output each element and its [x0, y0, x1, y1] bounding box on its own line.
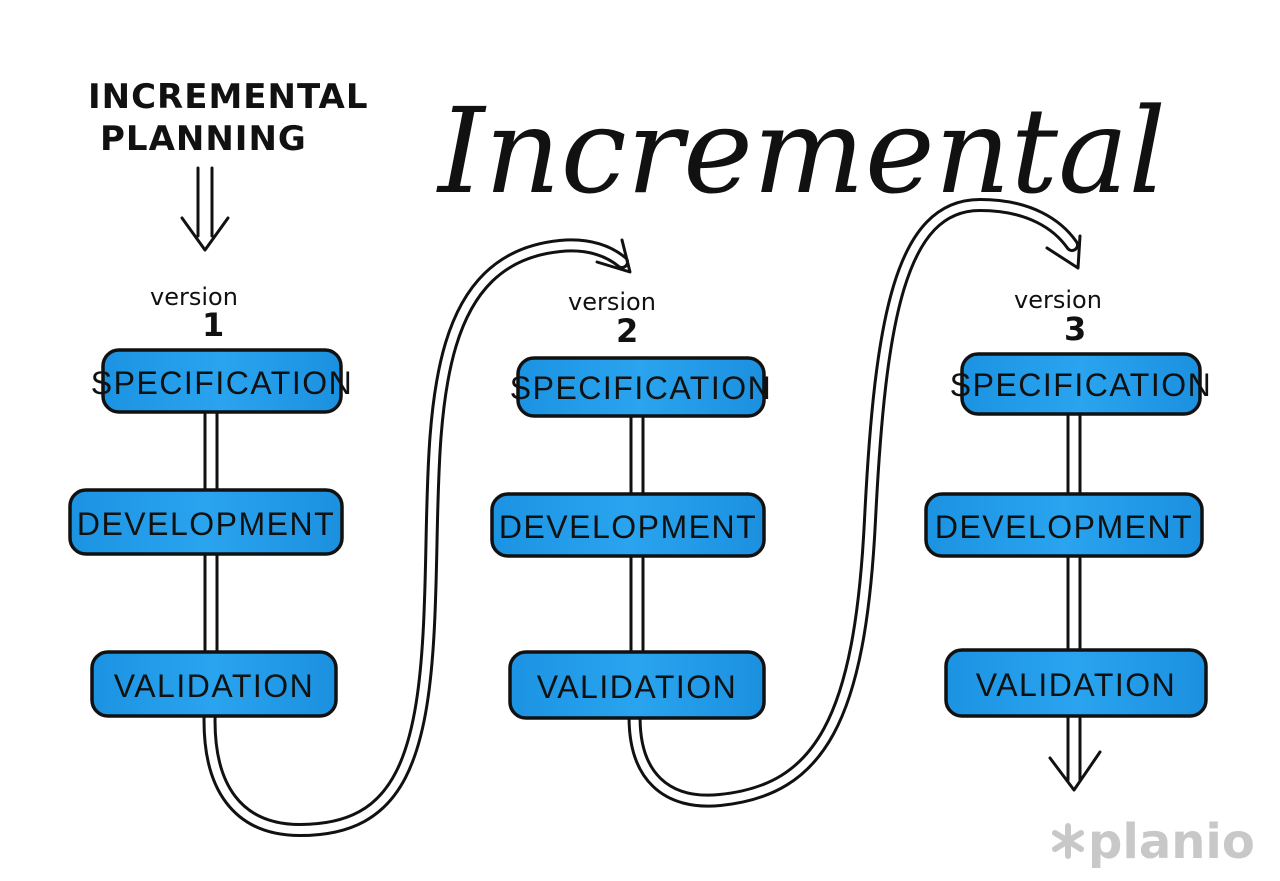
asterisk-icon — [1052, 823, 1084, 859]
version-number: 3 — [1064, 310, 1087, 348]
start-arrow-icon — [180, 166, 230, 252]
stage-box-validation — [90, 650, 338, 718]
stage-box-development — [68, 488, 344, 556]
version-label: version — [568, 288, 656, 316]
diagram-title: Incremental — [436, 82, 1166, 220]
stage-label: SPECIFICATION — [91, 365, 353, 401]
version-3-column: version 3 SPECIFICATION DEVELOPMENT VALI… — [924, 286, 1212, 792]
stage-label: VALIDATION — [114, 668, 315, 704]
stage-box-development — [924, 492, 1204, 558]
brand-logo: planio — [1052, 814, 1255, 870]
heading-line-1: INCREMENTAL — [88, 77, 369, 117]
stage-box-specification — [960, 352, 1202, 416]
stage-connector — [1066, 410, 1082, 652]
version-number: 2 — [616, 312, 639, 350]
stage-label: DEVELOPMENT — [499, 509, 757, 545]
stage-box-specification — [516, 356, 766, 418]
version-1-column: version 1 SPECIFICATION DEVELOPMENT VALI… — [68, 283, 353, 718]
flow-arrowhead-icon — [595, 234, 1082, 274]
heading-line-2: PLANNING — [100, 119, 307, 159]
stage-label: SPECIFICATION — [510, 370, 772, 406]
stage-label: SPECIFICATION — [950, 367, 1212, 403]
stage-label: DEVELOPMENT — [77, 506, 335, 542]
stage-label: VALIDATION — [537, 669, 738, 705]
stage-box-validation — [508, 650, 766, 720]
stage-label: VALIDATION — [976, 667, 1177, 703]
brand-name: planio — [1088, 814, 1255, 870]
stage-box-validation — [944, 648, 1208, 718]
version-number: 1 — [202, 306, 225, 344]
version-label: version — [1014, 286, 1102, 314]
stage-box-specification — [101, 348, 343, 414]
stage-label: DEVELOPMENT — [935, 509, 1193, 545]
end-arrow-icon — [1048, 716, 1102, 792]
flow-path — [202, 197, 1079, 838]
version-label: version — [150, 283, 238, 311]
stage-box-development — [490, 492, 766, 558]
version-2-column: version 2 SPECIFICATION DEVELOPMENT VALI… — [490, 288, 772, 720]
